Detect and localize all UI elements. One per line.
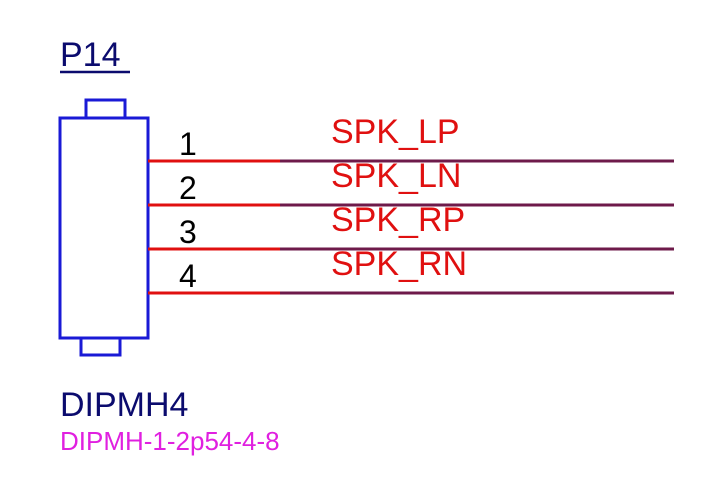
pin-number: 1: [179, 126, 197, 162]
pin-1[interactable]: 1 SPK_LP: [148, 113, 674, 163]
net-label[interactable]: SPK_RN: [331, 245, 467, 283]
net-label[interactable]: SPK_LP: [331, 113, 460, 151]
net-label[interactable]: SPK_LN: [331, 157, 461, 195]
pin-4[interactable]: 4 SPK_RN: [148, 245, 674, 295]
pin-3[interactable]: 3 SPK_RP: [148, 201, 674, 251]
component-designator[interactable]: P14: [60, 36, 121, 74]
part-name: DIPMH4: [60, 386, 188, 424]
connector-symbol[interactable]: [58, 98, 150, 357]
net-label[interactable]: SPK_RP: [331, 201, 465, 239]
pin-2[interactable]: 2 SPK_LN: [148, 157, 674, 207]
pin-number: 4: [179, 258, 197, 294]
connector-body: [58, 116, 150, 340]
pin-number: 3: [179, 214, 197, 250]
pins-group: 1 SPK_LP 2 SPK_LN 3 SPK_RP 4 SPK_RN: [148, 113, 674, 295]
pin-number: 2: [179, 170, 197, 206]
footprint-name: DIPMH-1-2p54-4-8: [60, 426, 280, 456]
connector-bottom-tab: [79, 336, 122, 357]
connector-top-tab: [84, 98, 127, 120]
